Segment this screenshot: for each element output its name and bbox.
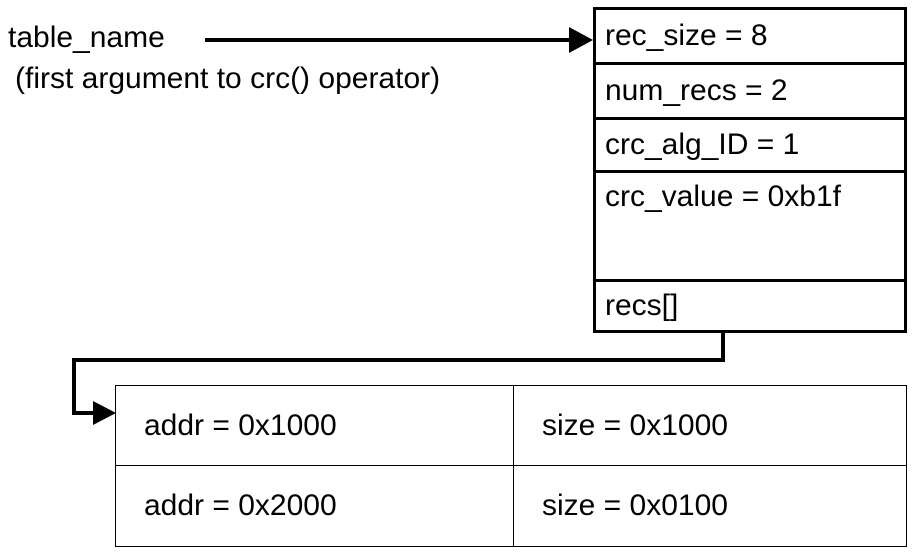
struct-row-crc-alg-id: crc_alg_ID = 1 [596, 120, 904, 173]
table-name-note-label: (first argument to crc() operator) [15, 62, 441, 95]
struct-row-crc-value: crc_value = 0xb1f [596, 173, 904, 282]
recs-table-cell-addr-1: addr = 0x2000 [116, 466, 514, 546]
recs-table: addr = 0x1000 size = 0x1000 addr = 0x200… [115, 385, 907, 547]
struct-row-num-recs: num_recs = 2 [596, 65, 904, 120]
recs-table-cell-addr-0: addr = 0x1000 [116, 386, 514, 466]
crc-struct-box: rec_size = 8 num_recs = 2 crc_alg_ID = 1… [593, 7, 907, 333]
recs-table-cell-size-1: size = 0x0100 [542, 489, 728, 522]
struct-row-rec-size: rec_size = 8 [596, 10, 904, 65]
recs-table-cell-size-0: size = 0x1000 [514, 386, 906, 466]
table-name-arrow [205, 27, 593, 53]
struct-row-recs-array: recs[] [605, 289, 679, 322]
table-name-label: table_name [8, 21, 165, 54]
